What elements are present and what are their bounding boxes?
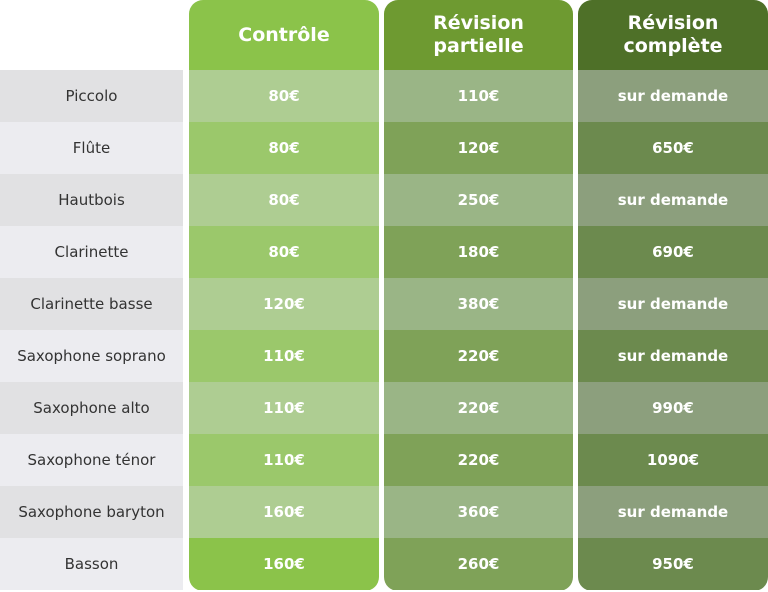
- column-header-controle: Contrôle: [189, 0, 379, 70]
- price-cell: 120€: [384, 122, 573, 174]
- price-cell: 110€: [189, 434, 379, 486]
- price-cell: 120€: [189, 278, 379, 330]
- price-cell: 690€: [578, 226, 768, 278]
- price-cell: 110€: [384, 70, 573, 122]
- price-cell: 220€: [384, 434, 573, 486]
- instrument-label: Saxophone ténor: [0, 434, 183, 486]
- instrument-label: Flûte: [0, 122, 183, 174]
- price-cell: 80€: [189, 226, 379, 278]
- instrument-label: Saxophone soprano: [0, 330, 183, 382]
- price-cell: 80€: [189, 122, 379, 174]
- instrument-label: Piccolo: [0, 70, 183, 122]
- price-cell: sur demande: [578, 486, 768, 538]
- price-cell: sur demande: [578, 278, 768, 330]
- price-cell: 380€: [384, 278, 573, 330]
- price-cell: 80€: [189, 70, 379, 122]
- column-controle: Contrôle 80€80€80€80€120€110€110€110€160…: [189, 0, 379, 591]
- price-cell: 650€: [578, 122, 768, 174]
- price-cell: 360€: [384, 486, 573, 538]
- instrument-label: Saxophone baryton: [0, 486, 183, 538]
- price-cell: 260€: [384, 538, 573, 590]
- price-cell: 160€: [189, 538, 379, 590]
- price-cell: 1090€: [578, 434, 768, 486]
- price-cell: 110€: [189, 382, 379, 434]
- price-cell: 180€: [384, 226, 573, 278]
- price-cell: sur demande: [578, 330, 768, 382]
- price-cell: 250€: [384, 174, 573, 226]
- column-revision-partielle: Révision partielle 110€120€250€180€380€2…: [384, 0, 573, 591]
- column-cells-controle: 80€80€80€80€120€110€110€110€160€160€: [189, 70, 379, 590]
- price-cell: 990€: [578, 382, 768, 434]
- column-cells-revision-partielle: 110€120€250€180€380€220€220€220€360€260€: [384, 70, 573, 590]
- price-cell: 80€: [189, 174, 379, 226]
- price-cell: 950€: [578, 538, 768, 590]
- instrument-label: Clarinette basse: [0, 278, 183, 330]
- column-header-revision-partielle: Révision partielle: [384, 0, 573, 70]
- instrument-label: Basson: [0, 538, 183, 590]
- price-cell: sur demande: [578, 174, 768, 226]
- column-header-revision-complete: Révision complète: [578, 0, 768, 70]
- price-cell: 160€: [189, 486, 379, 538]
- instrument-label: Hautbois: [0, 174, 183, 226]
- price-cell: sur demande: [578, 70, 768, 122]
- price-cell: 220€: [384, 330, 573, 382]
- instrument-label: Clarinette: [0, 226, 183, 278]
- instrument-label: Saxophone alto: [0, 382, 183, 434]
- price-cell: 220€: [384, 382, 573, 434]
- price-cell: 110€: [189, 330, 379, 382]
